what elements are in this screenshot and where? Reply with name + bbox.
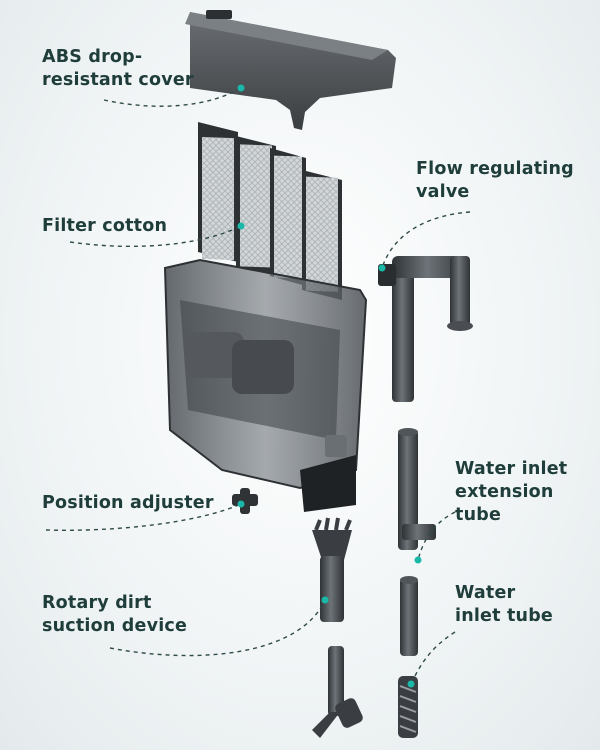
- leader-water-inlet-extension: [417, 511, 456, 561]
- marker-flow-valve: [378, 264, 386, 272]
- callout-markers: [237, 84, 422, 688]
- leader-rotary-dirt: [109, 599, 326, 657]
- callout-rotary-dirt: Rotary dirt suction device: [42, 593, 188, 636]
- water-inlet-tube-part: [400, 576, 418, 656]
- marker-position-adjuster: [237, 500, 245, 508]
- position-adjuster-part: [232, 488, 258, 514]
- rotary-dirt-part: [312, 517, 352, 622]
- callout-water-inlet-extension: Water inlet extension tube: [455, 459, 568, 525]
- marker-filter-cotton: [237, 222, 245, 230]
- flow-valve-part: [378, 256, 473, 402]
- water-inlet-extension-part: [398, 428, 436, 550]
- marker-rotary-dirt: [321, 596, 329, 604]
- marker-abs-cover: [237, 84, 245, 92]
- filter-tank-part: [163, 258, 368, 512]
- filter-cotton-part: [198, 122, 342, 300]
- abs-cover-part: [185, 10, 396, 130]
- marker-water-inlet-tube: [407, 680, 415, 688]
- marker-water-inlet-extension: [414, 556, 422, 564]
- callout-flow-valve: Flow regulating valve: [416, 159, 574, 202]
- strainer-part: [398, 676, 418, 738]
- callout-position-adjuster: Position adjuster: [42, 493, 214, 513]
- leader-position-adjuster: [45, 503, 242, 531]
- lower-suction-pipe-part: [312, 646, 363, 738]
- leader-lines: [45, 87, 471, 685]
- callout-water-inlet-tube: Water inlet tube: [455, 583, 554, 626]
- callout-abs-cover: ABS drop- resistant cover: [42, 47, 194, 90]
- leader-filter-cotton: [69, 225, 242, 248]
- callout-filter-cotton: Filter cotton: [42, 216, 168, 236]
- leader-abs-cover: [103, 87, 242, 107]
